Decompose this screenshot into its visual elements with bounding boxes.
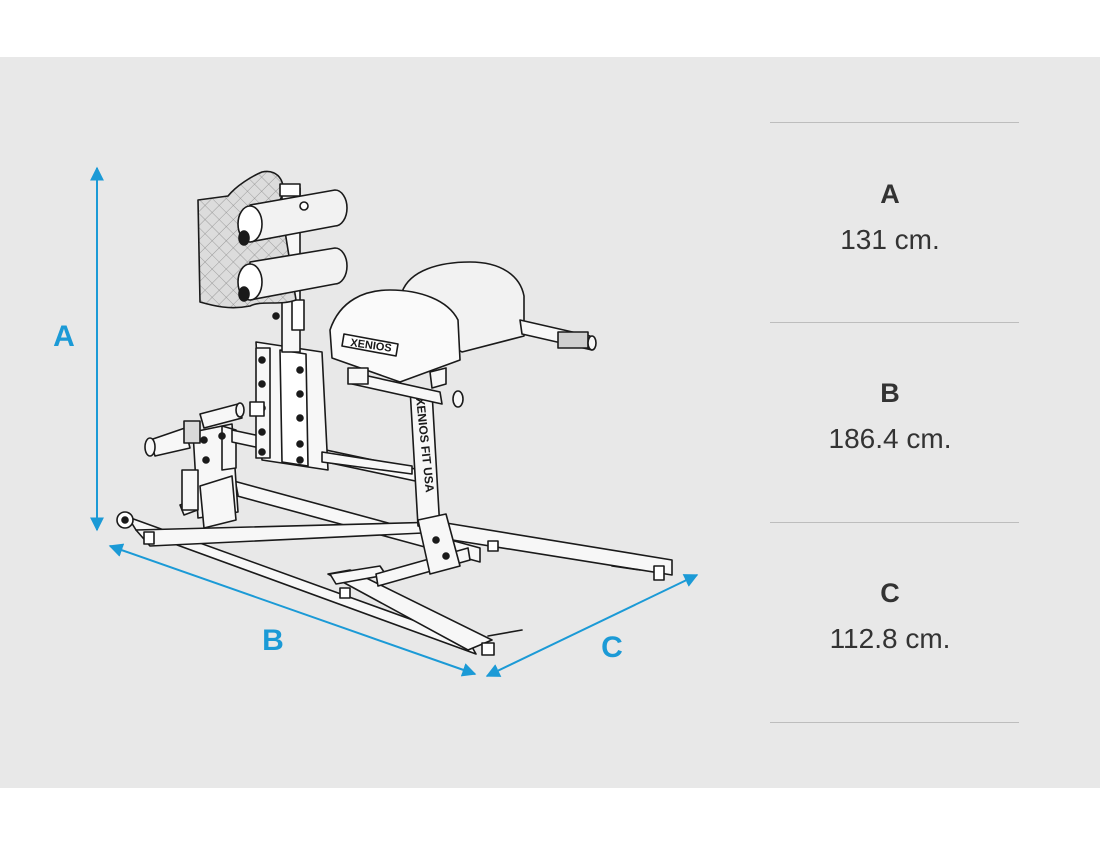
dimension-b-label: B xyxy=(262,624,284,657)
spec-a-letter: A xyxy=(880,179,900,209)
base-frame xyxy=(116,479,673,656)
spec-b: B 186.4 cm. xyxy=(770,378,1010,456)
dimension-c-arrow xyxy=(485,574,699,677)
hip-pad-front xyxy=(329,289,461,383)
spec-a-value: 131 cm. xyxy=(840,224,940,255)
front-post xyxy=(181,423,239,529)
spec-c-letter: C xyxy=(880,578,900,608)
content-panel: A B C xyxy=(0,57,1100,788)
rear-upright xyxy=(409,387,461,575)
ankle-roller-assembly xyxy=(197,170,348,353)
spec-divider xyxy=(770,122,1019,123)
dimension-arrows xyxy=(90,166,699,677)
spec-c-value: 112.8 cm. xyxy=(829,623,951,654)
lower-roller xyxy=(237,247,348,302)
dimension-a-label: A xyxy=(53,320,75,353)
pad-handles xyxy=(347,319,597,408)
pad-brand-text: XENIOS xyxy=(350,337,393,355)
spec-divider xyxy=(770,322,1019,323)
spec-b-value: 186.4 cm. xyxy=(828,423,952,454)
ghd-bench-diagram: A B C xyxy=(53,166,699,677)
spec-divider xyxy=(770,522,1019,523)
spec-a: A 131 cm. xyxy=(770,179,1010,257)
dimension-b-arrow xyxy=(108,543,477,677)
spec-divider xyxy=(770,722,1019,723)
dimension-c-label: C xyxy=(601,631,623,664)
spec-b-letter: B xyxy=(880,378,900,408)
upper-roller xyxy=(237,189,348,246)
spec-c: C 112.8 cm. xyxy=(770,578,1010,656)
machine-illustration: XENIOS FIT USA xyxy=(116,170,673,656)
